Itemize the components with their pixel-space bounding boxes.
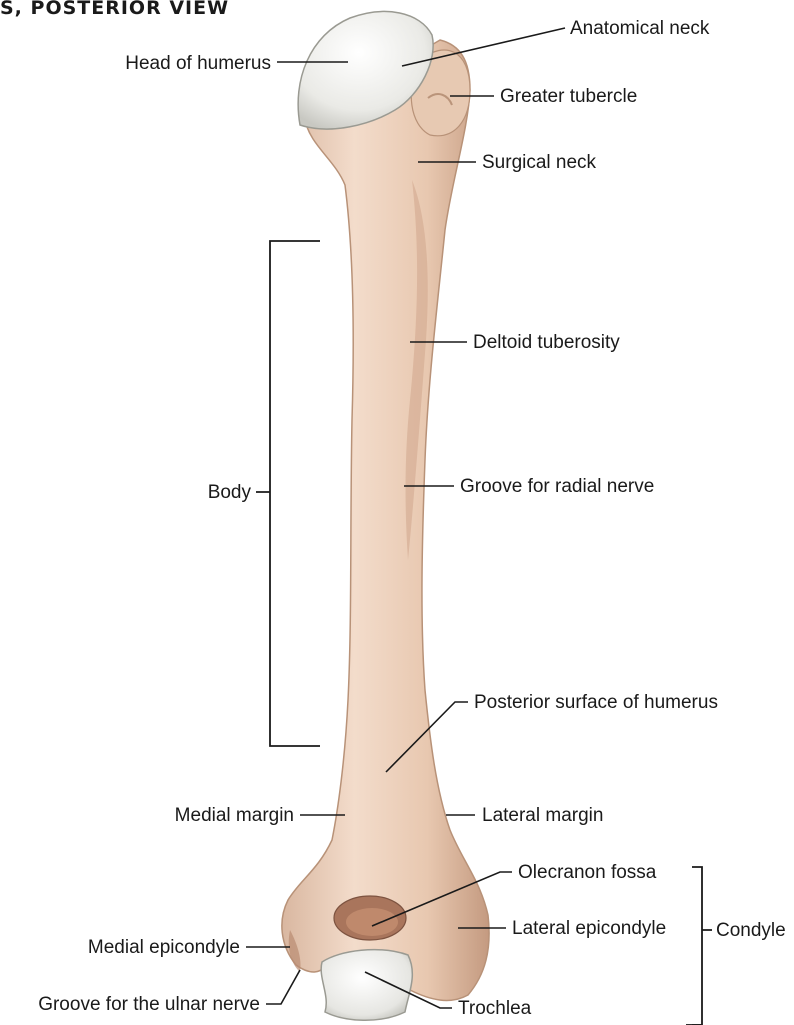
label-surgical-neck: Surgical neck [482,152,597,173]
label-posterior-surface: Posterior surface of humerus [474,692,718,713]
body-bracket [256,241,320,746]
label-deltoid-tuberosity: Deltoid tuberosity [473,332,620,353]
leader-ulnar-groove [266,970,300,1004]
label-lateral-margin: Lateral margin [482,805,603,826]
label-head-of-humerus: Head of humerus [125,53,271,74]
humerus-shaft [282,40,489,1000]
label-lateral-epicondyle: Lateral epicondyle [512,918,666,939]
label-groove-ulnar-nerve: Groove for the ulnar nerve [38,994,260,1015]
view-header: S, POSTERIOR VIEW [0,0,229,19]
label-medial-epicondyle: Medial epicondyle [88,937,240,958]
trochlea-shape [321,950,412,1021]
label-trochlea: Trochlea [458,998,532,1019]
label-groove-radial-nerve: Groove for radial nerve [460,476,654,497]
condyle-bracket [692,867,712,1025]
label-anatomical-neck: Anatomical neck [570,18,710,39]
label-body: Body [208,482,252,503]
label-medial-margin: Medial margin [175,805,294,826]
humerus-bone [282,40,489,1000]
label-condyle: Condyle [716,920,786,941]
label-greater-tubercle: Greater tubercle [500,86,637,107]
label-olecranon-fossa: Olecranon fossa [518,862,657,883]
